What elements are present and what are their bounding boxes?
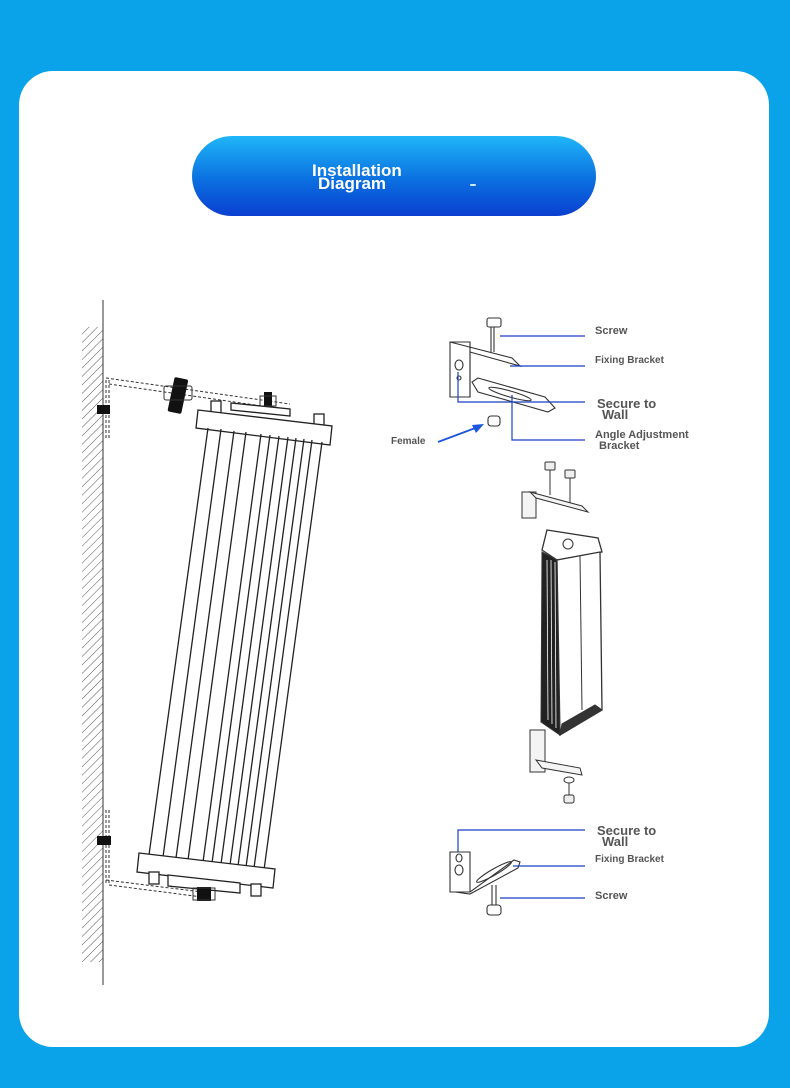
bottom-leader-lines — [457, 829, 585, 899]
label-secure-to-wall-bottom: Secure to Wall — [597, 823, 657, 849]
title-banner: Installation Diagram — [192, 136, 596, 216]
top-adjust-knob — [167, 377, 189, 414]
top-wall-anchor — [97, 405, 110, 414]
content-card — [19, 71, 769, 1047]
female-pointer — [437, 424, 484, 443]
speaker-column — [136, 400, 333, 897]
label-female: Female — [391, 436, 426, 447]
speaker-assembly — [521, 461, 603, 804]
bottom-bracket-exploded — [449, 851, 521, 916]
top-nut — [259, 395, 277, 407]
bottom-wall-anchor — [97, 836, 111, 845]
label-fixing-bracket-top: Fixing Bracket — [595, 355, 664, 366]
label-screw-bottom: Screw — [595, 890, 628, 902]
wall-mounted-speaker-drawing — [82, 300, 333, 985]
title-line-2: Diagram — [318, 174, 387, 193]
label-angle-adjustment-bracket: Angle Adjustment Bracket — [595, 430, 689, 452]
top-leader-lines — [457, 335, 585, 441]
top-bracket-exploded — [449, 317, 556, 427]
angle-line-1: Angle Adjustment — [595, 429, 689, 441]
wall-hatch — [82, 327, 103, 962]
title-line-1: Installation — [312, 161, 402, 180]
bottom-screw-head — [486, 904, 502, 916]
label-secure-to-wall-top: Secure to Wall — [597, 396, 657, 422]
top-knob-housing — [163, 385, 193, 401]
secure-top-line-2: Wall — [602, 407, 629, 422]
bottom-adjust-knob — [197, 887, 211, 901]
banner-glint — [470, 184, 476, 186]
secure-top-line-1: Secure to — [597, 396, 657, 411]
top-screw — [264, 392, 272, 406]
female-nut — [487, 415, 501, 427]
secure-bottom-line-1: Secure to — [597, 823, 657, 838]
label-fixing-bracket-bottom: Fixing Bracket — [595, 854, 664, 865]
label-screw-top: Screw — [595, 325, 628, 337]
top-screw-head — [486, 317, 502, 328]
arrow-right-icon — [437, 426, 479, 443]
page-title: Installation Diagram — [312, 161, 472, 193]
secure-bottom-line-2: Wall — [602, 834, 629, 849]
angle-line-2: Bracket — [599, 440, 640, 452]
bottom-knob-housing — [192, 887, 216, 901]
